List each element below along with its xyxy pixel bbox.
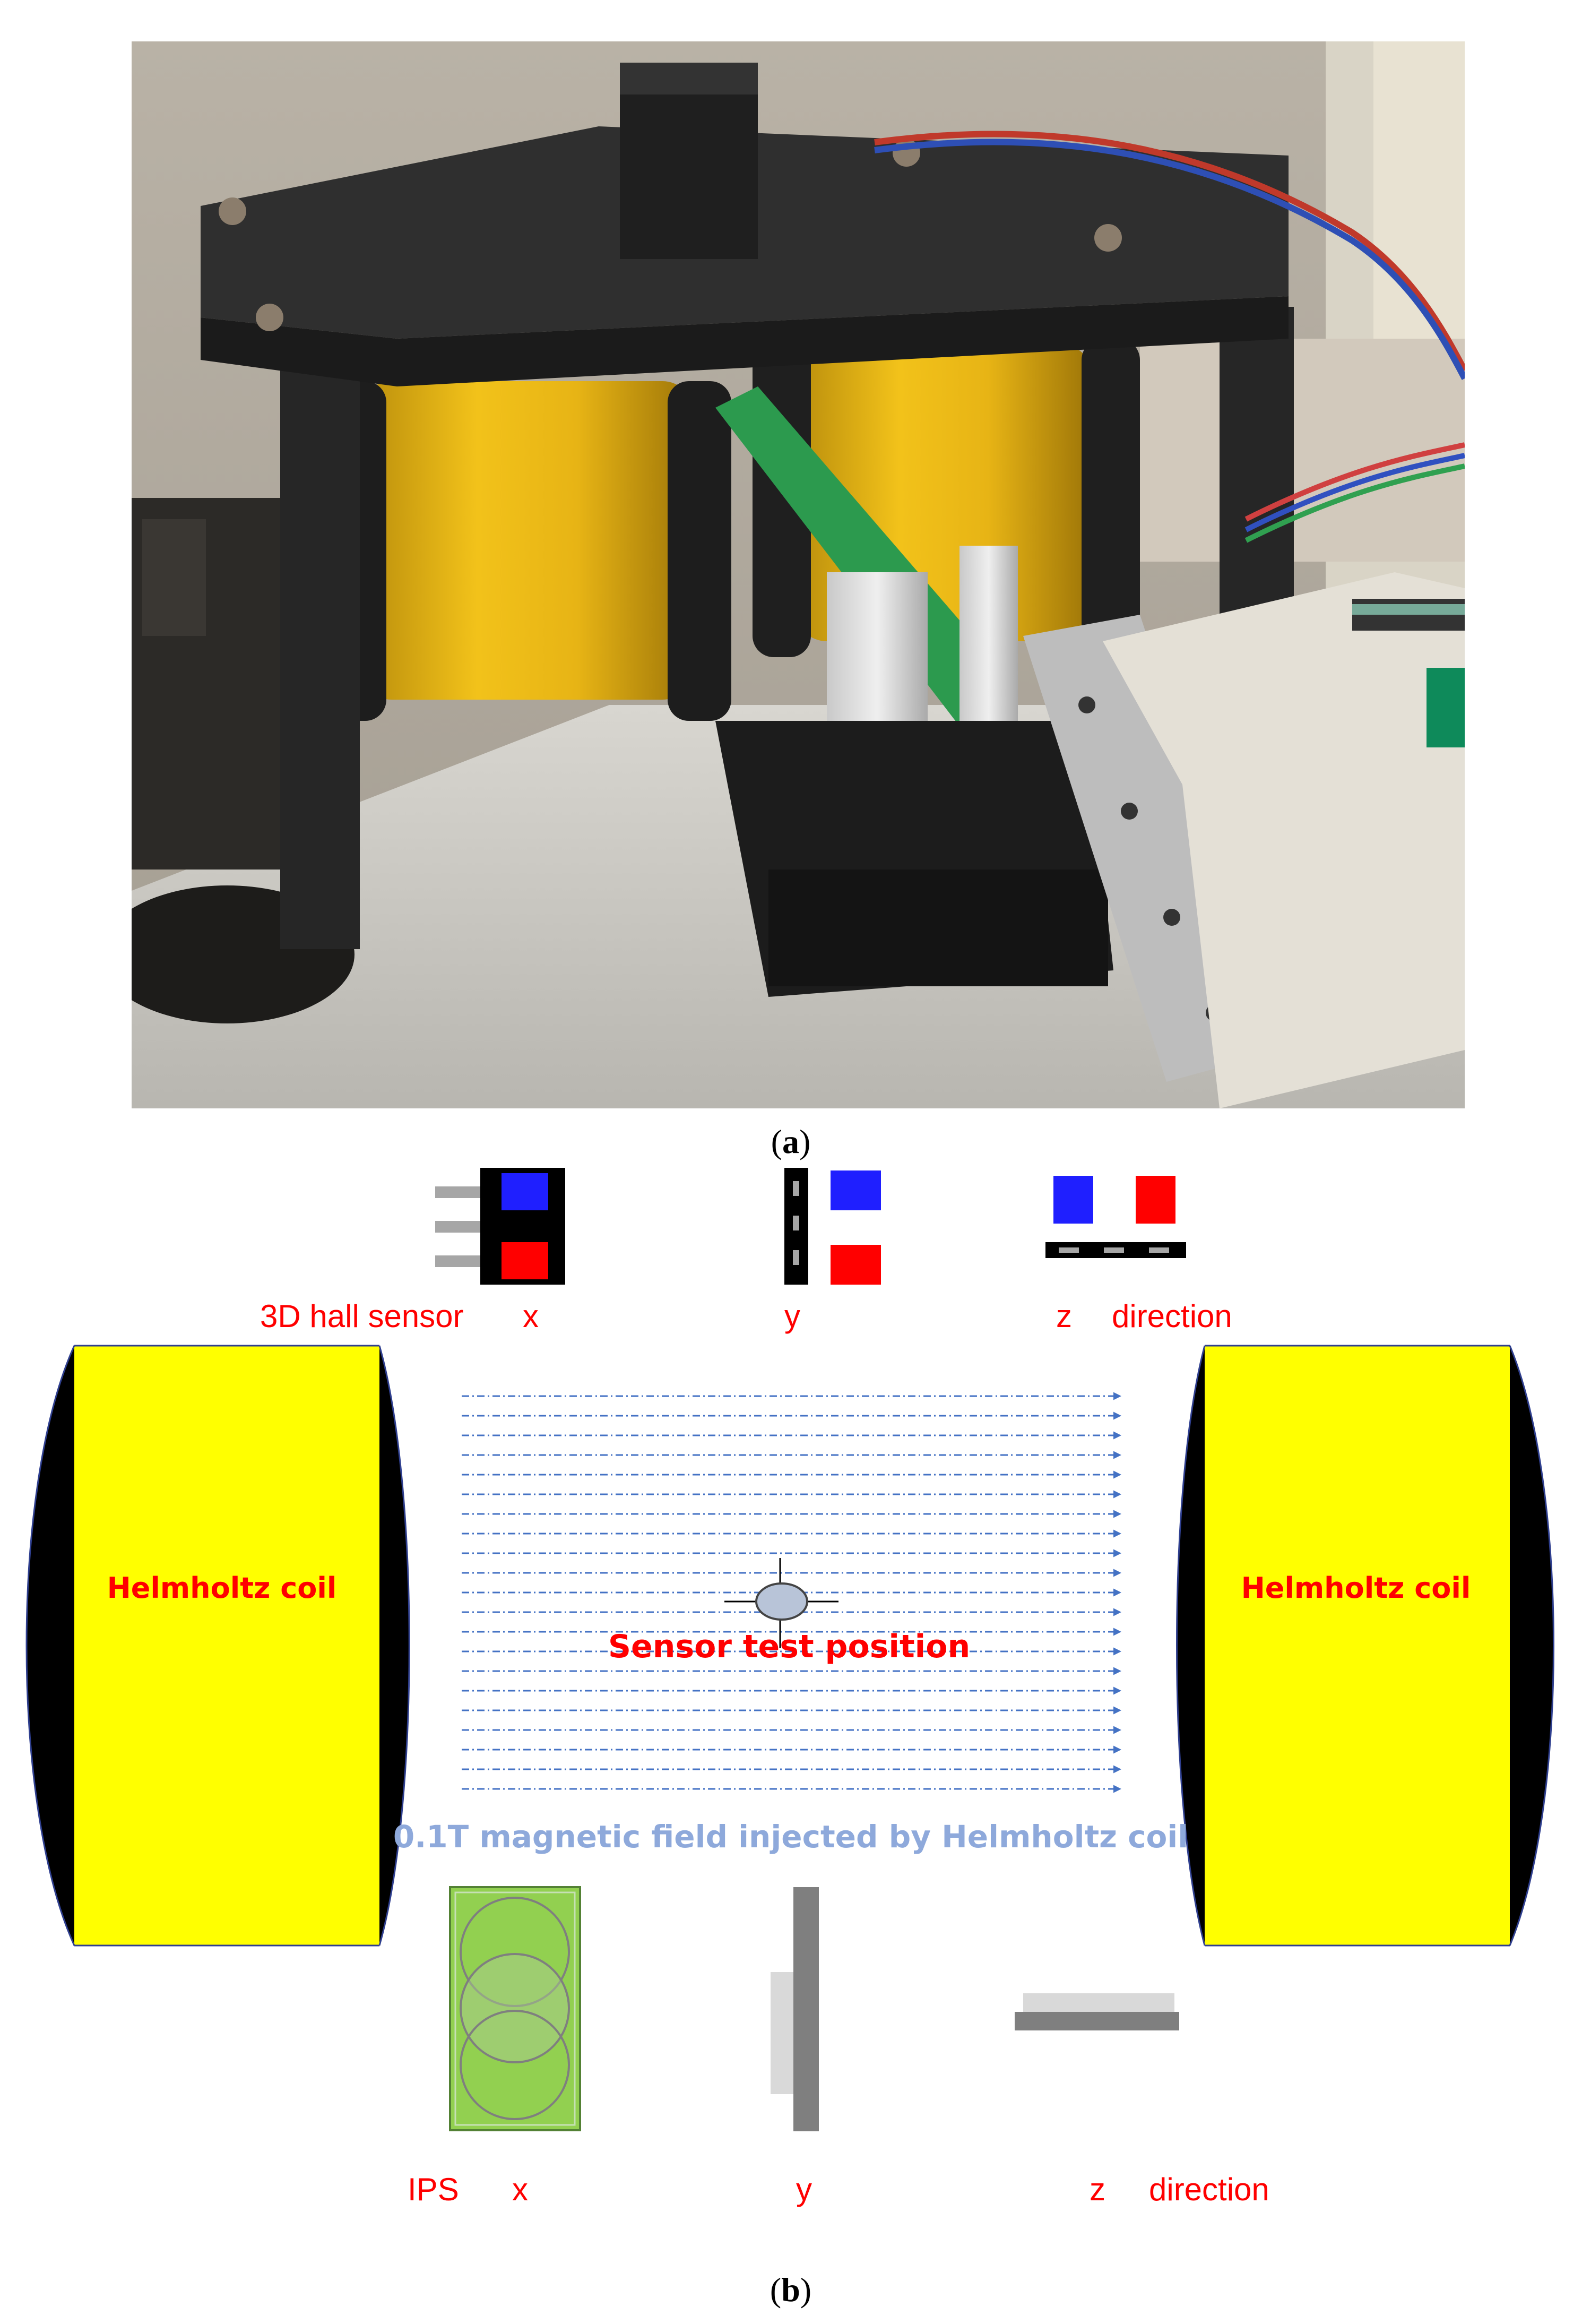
ips-z-icon: [1015, 1993, 1179, 2030]
coil-right-label: Helmholtz coil: [1241, 1571, 1471, 1605]
helmholtz-rig-photo: [132, 41, 1465, 1108]
caption-b-letter: b: [781, 2271, 800, 2309]
magnetic-field-lines: [462, 1392, 1121, 1793]
hall-sensor-z-icon: [1045, 1176, 1186, 1258]
hall-sensor-z-label: z: [1056, 1298, 1072, 1334]
ips-direction-label: direction: [1149, 2172, 1269, 2207]
sensor-test-position-label: Sensor test position: [608, 1628, 970, 1665]
coil-left-label: Helmholtz coil: [107, 1571, 337, 1605]
caption-a: (a): [771, 1123, 811, 1160]
photo-panel-a: [132, 41, 1465, 1108]
ips-y-label: y: [796, 2172, 812, 2207]
hall-sensor-y-label: y: [784, 1298, 800, 1334]
ips-x-label: x: [512, 2172, 528, 2207]
sensor-test-position-target: [724, 1558, 838, 1648]
ips-label: IPS: [408, 2172, 459, 2207]
magnetic-field-label: 0.1T magnetic field injected by Helmholt…: [393, 1819, 1188, 1855]
caption-a-letter: a: [782, 1123, 799, 1160]
hall-sensor-label: 3D hall sensor: [260, 1298, 464, 1334]
ips-x-icon: [449, 1886, 581, 2131]
hall-sensor-x-icon: [435, 1168, 565, 1285]
helmholtz-coil-right: [1176, 1345, 1554, 1947]
hall-sensor-direction-label: direction: [1112, 1298, 1232, 1334]
ips-y-icon: [771, 1887, 819, 2131]
caption-b: (b): [770, 2271, 811, 2309]
helmholtz-coil-left: [25, 1345, 410, 1947]
hall-sensor-y-icon: [784, 1168, 881, 1285]
ips-z-label: z: [1090, 2172, 1105, 2207]
hall-sensor-x-label: x: [523, 1298, 539, 1334]
